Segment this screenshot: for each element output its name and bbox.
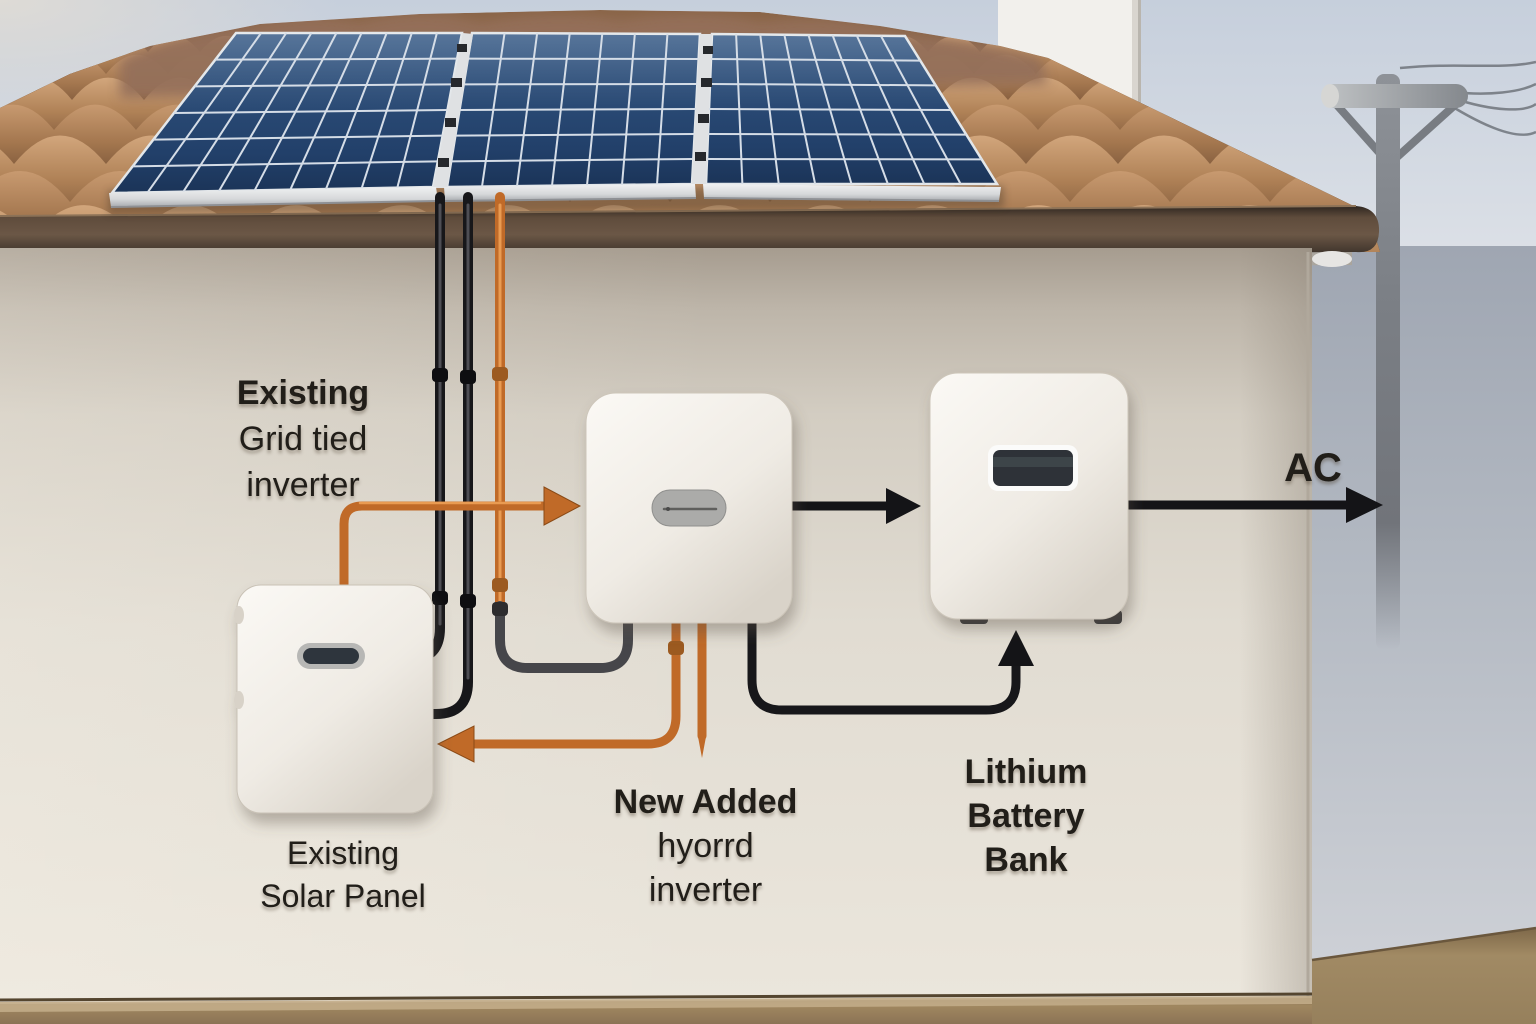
pv-cell-line	[455, 133, 695, 137]
grid-tied-inverter-box	[234, 584, 434, 814]
pv-cell-line	[451, 158, 694, 163]
panel-frames	[109, 184, 1001, 208]
panel-dc-wire-to-hybrid	[492, 601, 633, 673]
label-existing-solar-panel: Existing Solar Panel	[218, 832, 468, 918]
solar-array	[109, 31, 1001, 208]
solar-panel-3	[704, 32, 1000, 186]
pole-brace	[1392, 100, 1460, 162]
ac-link-wire	[787, 488, 921, 524]
pole-mast	[1376, 74, 1400, 650]
orange-stub-wire	[697, 618, 707, 758]
hybrid-to-gridtied-wire	[436, 618, 684, 763]
pv-cell-line	[709, 83, 936, 87]
pv-cell-line	[173, 109, 448, 114]
pv-cell-line	[215, 57, 458, 61]
label-line: Lithium	[964, 753, 1088, 791]
label-line: Grid tied	[238, 420, 368, 458]
pv-cell-line	[132, 160, 438, 168]
label-line: AC	[1284, 446, 1342, 490]
pv-cell-line	[707, 133, 967, 136]
ground	[0, 926, 1536, 1024]
panel-mounting-rail-2	[692, 34, 713, 184]
pv-cell-line	[710, 58, 921, 62]
gridtied-to-hybrid-wire	[339, 486, 582, 605]
label-ac-output: AC	[1278, 446, 1348, 491]
label-line: Existing	[236, 374, 370, 412]
gutter-end-cap	[1312, 251, 1352, 267]
black-arrow-into-battery-icon	[998, 630, 1034, 666]
label-line: Bank	[984, 841, 1068, 879]
black-arrow-ac-out-icon	[1346, 487, 1383, 523]
hybrid-inverter-box	[585, 392, 793, 624]
background-wall	[1310, 246, 1536, 962]
label-line: Existing	[286, 835, 400, 871]
utility-pole	[1321, 60, 1536, 650]
label-line: New Added	[613, 783, 798, 821]
label-line: inverter	[246, 466, 360, 504]
wiring	[339, 192, 1383, 763]
battery-display	[993, 450, 1073, 486]
solar-panel-2	[445, 31, 702, 189]
pv-cell-line	[153, 134, 443, 141]
label-line: inverter	[648, 871, 763, 909]
label-line: Solar Panel	[260, 878, 426, 914]
pv-orange-conduit	[492, 192, 508, 621]
dc-conduit-b	[395, 192, 476, 719]
label-line: Battery	[967, 797, 1085, 835]
orange-arrow-to-hybrid-icon	[543, 486, 582, 526]
panel-mounting-rail-1	[433, 33, 473, 188]
ac-output-wire	[1123, 487, 1383, 523]
black-arrow-hybrid-to-battery-icon	[886, 488, 921, 524]
orange-arrow-to-gridtied-icon	[436, 725, 475, 763]
battery-charge-wire	[747, 618, 1034, 715]
crossarm-cap	[1321, 84, 1339, 108]
battery-bank-box	[929, 372, 1129, 624]
pv-cell-line	[708, 108, 952, 111]
label-hybrid-inverter: New Added hyorrd inverter	[583, 780, 828, 912]
label-grid-tied-inverter: Existing Grid tied inverter	[183, 370, 423, 508]
solar-panel-1	[109, 31, 464, 195]
label-line: hyorrd	[657, 827, 754, 865]
pv-cell-line	[459, 108, 697, 111]
pole-crossarm	[1322, 84, 1468, 108]
label-lithium-battery-bank: Lithium Battery Bank	[926, 750, 1126, 882]
pv-cell-line	[194, 83, 453, 88]
